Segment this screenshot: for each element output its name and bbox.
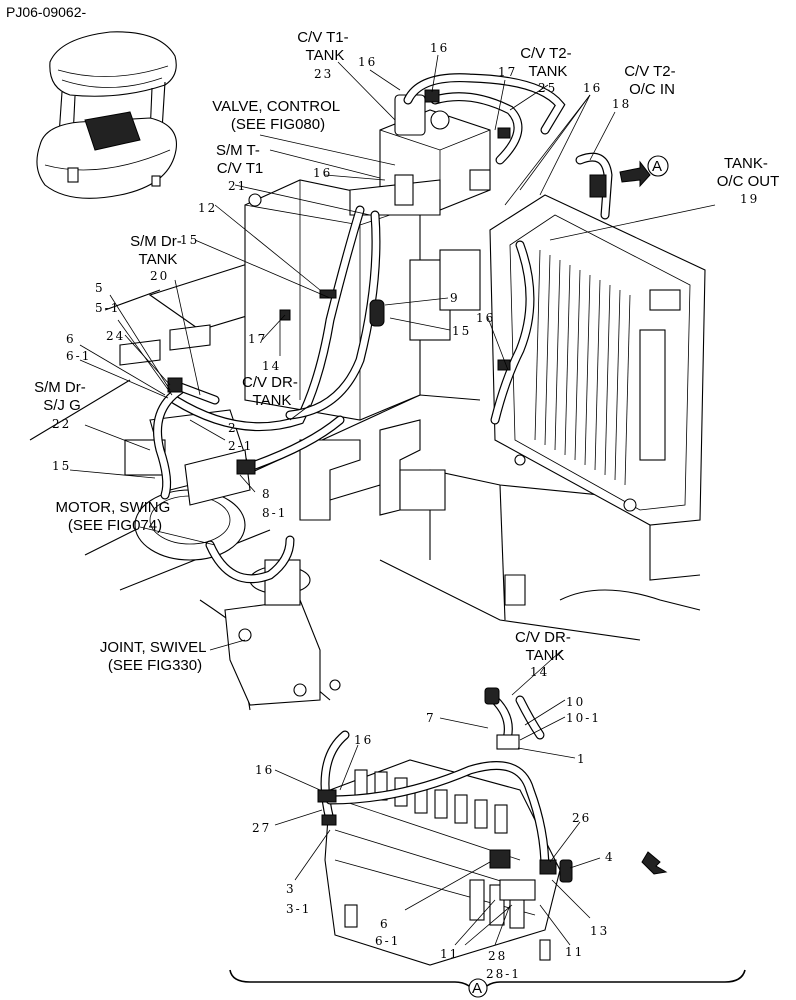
callout-motor-swing: MOTOR, SWING (SEE FIG074) — [56, 499, 175, 534]
part-number: 16 — [313, 166, 332, 180]
part-number: 6 — [66, 332, 76, 346]
part-number: 16 — [476, 311, 495, 325]
part-number: 18 — [612, 97, 631, 111]
callout-cv-t2-oc-in: C/V T2- O/C IN — [624, 63, 680, 98]
view-arrow-a: A — [619, 155, 669, 188]
control-valve-top — [349, 94, 491, 216]
part-number: 16 — [255, 763, 274, 777]
part-number: 11 — [440, 947, 459, 961]
view-marker-a: A — [652, 158, 662, 175]
part-number: 3-1 — [286, 902, 311, 916]
part-number: 14 — [530, 665, 549, 679]
detail-bracket: A — [229, 969, 746, 998]
part-number: 16 — [354, 733, 373, 747]
part-number: 9 — [450, 291, 460, 305]
part-number: 15 — [452, 324, 471, 338]
leader-lines-detail — [274, 649, 601, 946]
machine-thumbnail-icon — [36, 31, 178, 199]
part-number: 21 — [228, 179, 247, 193]
part-number: 15 — [52, 459, 71, 473]
part-number: 22 — [52, 417, 71, 431]
part-number: 1 — [577, 752, 587, 766]
part-number: 8 — [262, 487, 272, 501]
cooler-fins — [534, 249, 631, 486]
oil-cooler-radiator — [489, 194, 706, 526]
part-number: 6-1 — [66, 349, 91, 363]
part-number: 27 — [252, 821, 271, 835]
part-number: 26 — [572, 811, 591, 825]
detail-view-control-valve — [324, 759, 561, 966]
part-number: 28 — [488, 949, 507, 963]
valve-spools — [354, 769, 508, 834]
callout-valve-control: VALVE, CONTROL (SEE FIG080) — [212, 98, 343, 133]
callout-joint-swivel: JOINT, SWIVEL (SEE FIG330) — [100, 639, 210, 674]
callout-sm-dr-sj-g: S/M Dr- S/J G — [34, 379, 90, 414]
part-number: 17 — [248, 332, 267, 346]
part-number: 20 — [150, 269, 169, 283]
part-number: 24 — [106, 329, 125, 343]
part-number: 16 — [583, 81, 602, 95]
part-number: 10-1 — [566, 711, 601, 725]
part-numbers: 16 16 23 17 25 16 18 16 21 19 12 15 20 9… — [52, 41, 759, 981]
detail-arrow — [641, 851, 668, 875]
part-number: 6-1 — [375, 934, 400, 948]
part-number: 12 — [198, 201, 217, 215]
callout-cv-t2-tank: C/V T2- TANK — [520, 45, 576, 80]
part-number: 14 — [262, 359, 281, 373]
hoses-detail — [317, 687, 573, 883]
part-number: 5-1 — [95, 301, 120, 315]
part-number: 15 — [180, 233, 199, 247]
swing-motor — [124, 409, 251, 561]
part-number: 4 — [605, 850, 615, 864]
part-number: 10 — [566, 695, 585, 709]
hoses-main — [153, 73, 613, 584]
part-number: 3 — [286, 882, 296, 896]
callouts: C/V T1- TANK C/V T2- TANK C/V T2- O/C IN… — [34, 29, 779, 674]
callout-sm-dr-tank: S/M Dr- TANK — [130, 233, 186, 268]
part-number: 11 — [565, 945, 584, 959]
part-number: 7 — [426, 711, 436, 725]
callout-cv-dr-tank-detail: C/V DR- TANK — [515, 629, 575, 664]
part-number: 6 — [380, 917, 390, 931]
part-number: 23 — [314, 67, 333, 81]
leader-lines-main — [69, 54, 716, 651]
part-number: 13 — [590, 924, 609, 938]
part-number: 16 — [358, 55, 377, 69]
callout-cv-dr-tank: C/V DR- TANK — [242, 374, 302, 409]
part-number: 16 — [430, 41, 449, 55]
figure-code: PJ06-09062- — [6, 4, 87, 20]
part-number: 17 — [498, 65, 517, 79]
callout-sm-t-cv-t1: S/M T- C/V T1 — [216, 142, 264, 177]
callout-cv-t1-tank: C/V T1- TANK — [297, 29, 353, 64]
part-number: 2-1 — [228, 439, 253, 453]
callout-tank-oc-out: TANK- O/C OUT — [717, 155, 780, 190]
detail-marker-a: A — [472, 980, 482, 997]
part-number: 2 — [228, 421, 238, 435]
part-number: 25 — [538, 81, 557, 95]
part-number: 19 — [740, 192, 759, 206]
part-number: 8-1 — [262, 506, 287, 520]
part-number: 28-1 — [486, 967, 521, 981]
part-number: 5 — [95, 281, 105, 295]
